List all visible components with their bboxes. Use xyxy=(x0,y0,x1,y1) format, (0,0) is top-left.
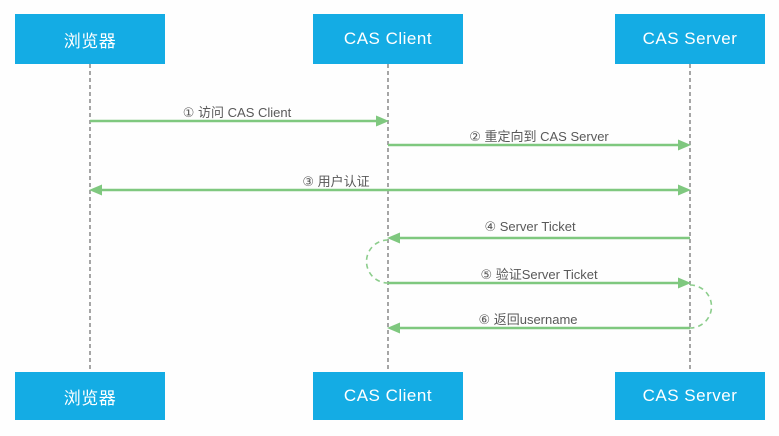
arrowhead-right-icon xyxy=(376,115,389,127)
actor-cas-server-top: CAS Server xyxy=(615,14,765,64)
arrowhead-left-icon xyxy=(89,184,102,196)
actor-cas-server-label: CAS Server xyxy=(642,386,738,405)
process-loop-cas-client xyxy=(365,239,389,284)
arrowhead-right-icon xyxy=(678,139,691,151)
message-label-2: ② 重定向到 CAS Server xyxy=(469,129,609,144)
actor-cas-client-top: CAS Client xyxy=(313,14,463,64)
arrowhead-right-icon xyxy=(678,184,691,196)
arrowhead-left-icon xyxy=(387,322,400,334)
message-arrow-5 xyxy=(388,277,691,289)
actor-browser-bottom: 浏览器 xyxy=(15,372,165,420)
actor-browser-label: 浏览器 xyxy=(63,388,117,408)
message-arrow-6 xyxy=(387,322,690,334)
message-label-5: ⑤ 验证Server Ticket xyxy=(480,267,598,282)
message-label-3: ③ 用户认证 xyxy=(302,174,370,189)
message-arrow-1 xyxy=(90,115,389,127)
message-arrow-3 xyxy=(89,184,691,196)
message-arrow-2 xyxy=(388,139,691,151)
actor-cas-server-bottom: CAS Server xyxy=(615,372,765,420)
process-loop-cas-server xyxy=(689,284,713,329)
actor-cas-server-label: CAS Server xyxy=(642,29,738,48)
message-label-1: ① 访问 CAS Client xyxy=(182,105,292,120)
message-label-6: ⑥ 返回username xyxy=(478,312,578,327)
actor-browser-label: 浏览器 xyxy=(63,31,117,51)
actor-cas-client-bottom: CAS Client xyxy=(313,372,463,420)
actor-browser-top: 浏览器 xyxy=(15,14,165,64)
arrowhead-right-icon xyxy=(678,277,691,289)
actor-cas-client-label: CAS Client xyxy=(343,29,433,48)
actor-cas-client-label: CAS Client xyxy=(343,386,433,405)
message-label-4: ④ Server Ticket xyxy=(484,219,576,234)
arrowhead-left-icon xyxy=(387,232,400,244)
message-arrow-4 xyxy=(387,232,690,244)
